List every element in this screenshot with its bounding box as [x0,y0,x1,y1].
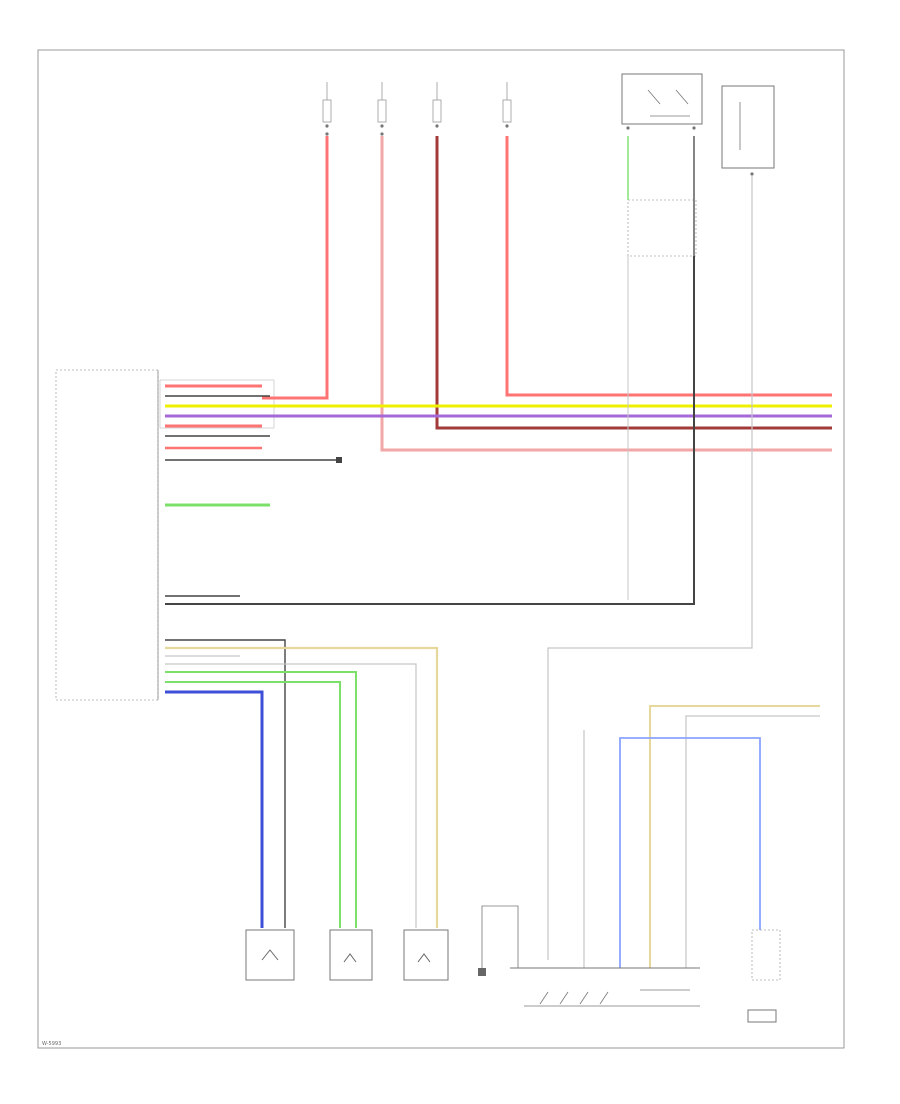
diagram-frame [37,49,845,1049]
bottom-component-1 [245,929,295,981]
wire-green-lower-2 [165,681,341,928]
wire-green-lower-1 [165,671,357,928]
ground-loop [481,905,519,968]
wire-red-fuse-1 [262,136,329,400]
wire-pink-fuse-2 [380,136,832,452]
fuse-group-3 [432,82,442,128]
fuse-group-1 [322,82,332,136]
wire-tan-lower [165,646,439,928]
bottom-right-component [747,929,781,1023]
bottom-switch-block [524,989,700,1007]
top-right-component [721,85,775,176]
footer-code: W-5993 [42,1041,61,1047]
bottom-ground-symbol [478,968,486,976]
fuse-group-4 [502,82,512,128]
wire-gray-lower-2 [165,663,417,928]
wire-gray-right [685,715,820,968]
fuse-group-2 [377,82,387,136]
wire-red-fuse-4 [505,136,832,397]
left-module [55,369,275,701]
wire-tan-right [649,705,820,968]
ground-point-1 [336,457,342,463]
top-right-switch-box [621,73,703,257]
wire-blue-lower [165,690,264,928]
wire-gray-component [547,176,753,960]
bottom-component-3 [403,929,449,981]
bottom-component-2 [329,929,373,981]
wire-black-lower-1 [165,639,286,928]
wire-dark-red-fuse-3 [435,136,832,430]
wire-black-switch [165,136,695,605]
wire-blue-right [619,737,761,968]
